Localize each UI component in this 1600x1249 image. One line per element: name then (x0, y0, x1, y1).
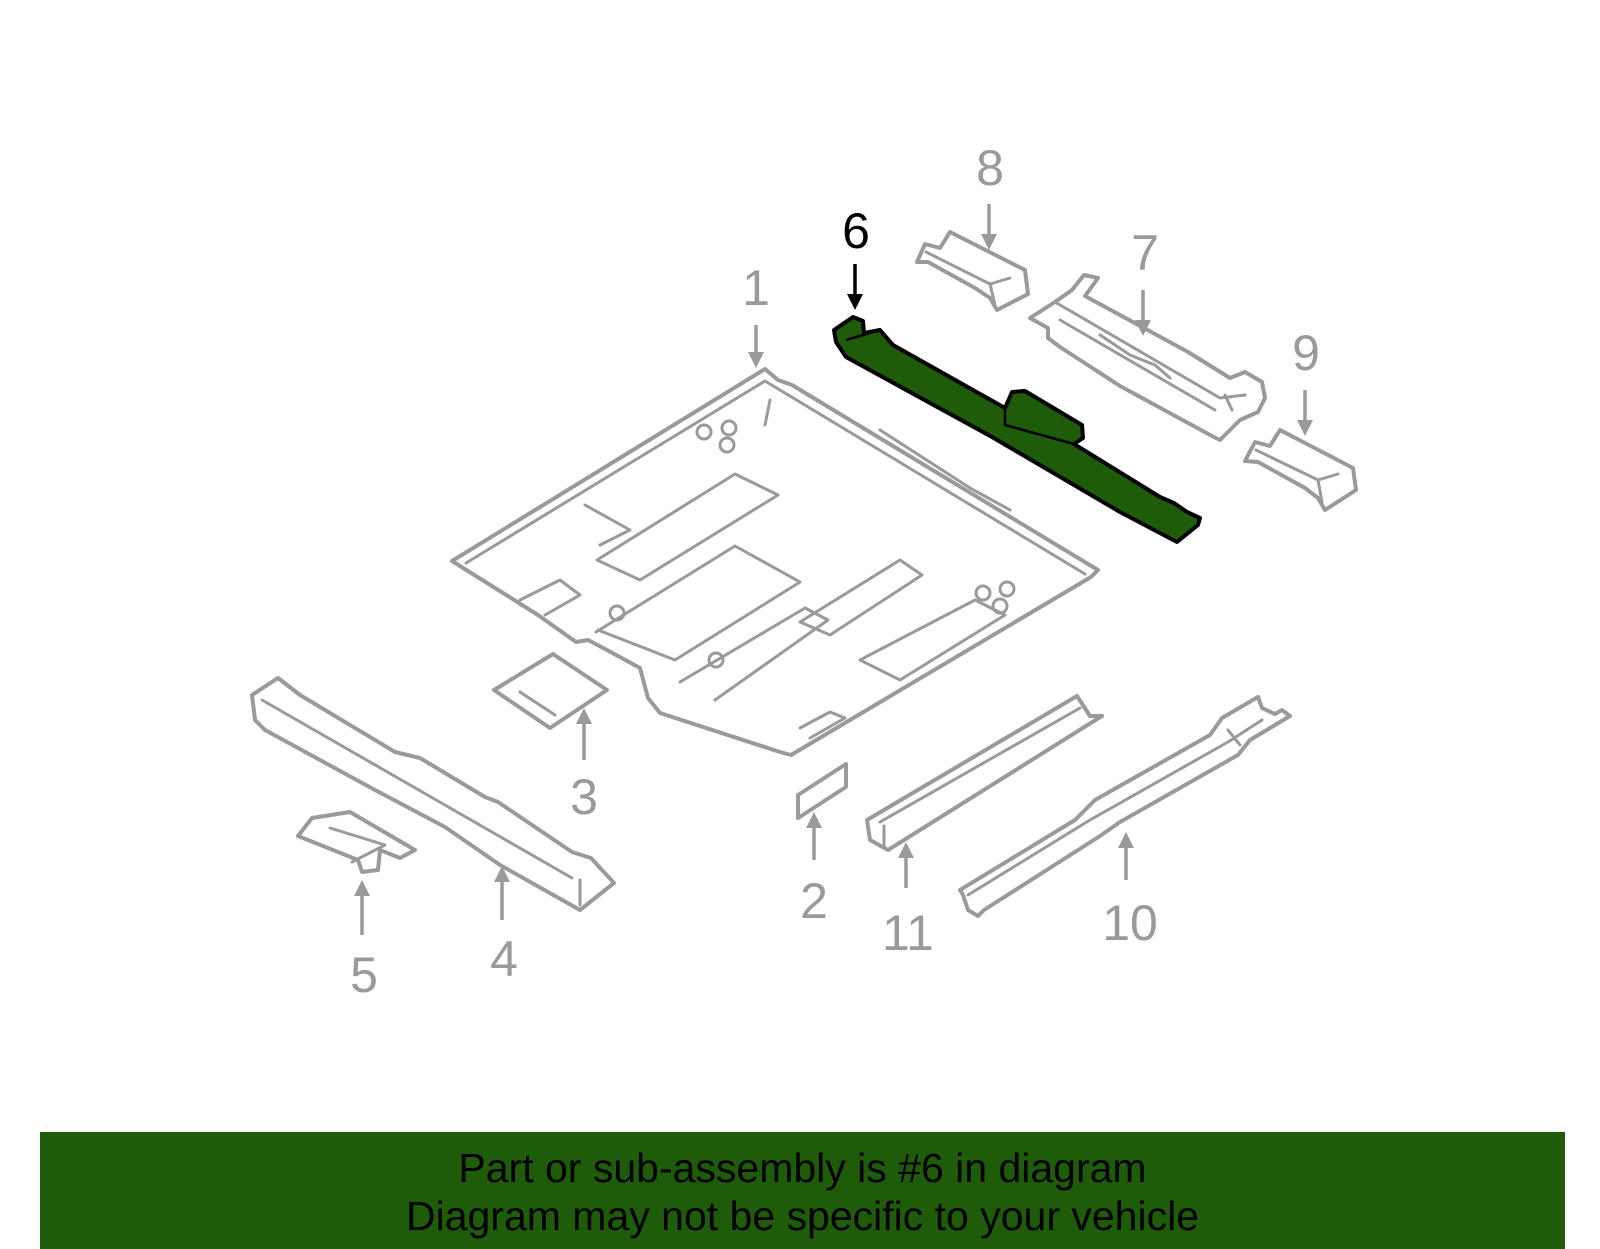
svg-text:4: 4 (490, 931, 518, 987)
part-8-bracket[interactable] (915, 230, 1030, 312)
svg-text:7: 7 (1131, 225, 1159, 281)
part-9-bracket[interactable] (1243, 428, 1358, 512)
svg-text:8: 8 (976, 140, 1004, 196)
part-2[interactable] (796, 762, 848, 820)
svg-text:5: 5 (350, 947, 378, 1003)
part-3[interactable] (492, 652, 609, 730)
svg-text:2: 2 (800, 873, 828, 929)
callout-11[interactable]: 11 (882, 842, 934, 961)
callout-9[interactable]: 9 (1292, 325, 1320, 436)
callout-3[interactable]: 3 (570, 708, 598, 825)
callout-1[interactable]: 1 (742, 260, 770, 368)
banner-line-1: Part or sub-assembly is #6 in diagram (458, 1145, 1147, 1191)
callout-6[interactable]: 6 (842, 203, 870, 310)
svg-text:1: 1 (742, 260, 770, 316)
part-6-highlighted-rail[interactable] (832, 315, 1202, 544)
svg-text:11: 11 (882, 905, 934, 961)
part-4-crossmember[interactable] (250, 676, 616, 912)
part-1-floor-pan[interactable] (450, 367, 1100, 757)
svg-text:3: 3 (570, 769, 598, 825)
callout-5[interactable]: 5 (350, 880, 378, 1003)
banner-line-2: Diagram may not be specific to your vehi… (405, 1193, 1199, 1239)
callout-7[interactable]: 7 (1131, 225, 1159, 336)
callout-4[interactable]: 4 (490, 866, 518, 987)
svg-text:10: 10 (1102, 895, 1158, 951)
part-7-rail[interactable] (1028, 273, 1267, 442)
part-5-bracket[interactable] (296, 810, 417, 874)
svg-text:9: 9 (1292, 325, 1320, 381)
svg-text:6: 6 (842, 203, 870, 259)
part-10-sill[interactable] (958, 695, 1292, 918)
callout-10[interactable]: 10 (1102, 832, 1158, 951)
info-banner: Part or sub-assembly is #6 in diagram Di… (40, 1132, 1565, 1249)
part-11-sill[interactable] (865, 694, 1104, 852)
callout-2[interactable]: 2 (800, 812, 828, 929)
callout-8[interactable]: 8 (976, 140, 1004, 250)
